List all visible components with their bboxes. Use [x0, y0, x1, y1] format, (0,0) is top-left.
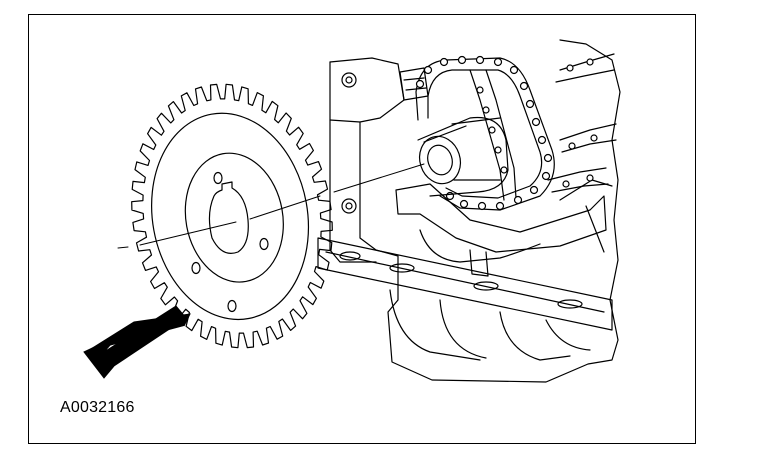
sprocket-hub-ring — [184, 152, 284, 283]
crankshaft-snout — [417, 116, 509, 197]
sprocket-gear — [131, 83, 333, 349]
center-axis-line — [117, 163, 425, 249]
sprocket-hole — [227, 299, 237, 313]
sprocket-hole — [191, 261, 201, 275]
sprocket-teeth — [131, 83, 333, 349]
figure-frame — [28, 14, 696, 444]
engine-block — [317, 39, 621, 383]
figure-id-label: A0032166 — [60, 399, 135, 416]
timing-chain — [399, 53, 617, 211]
sprocket-inner-ring — [151, 112, 310, 321]
sprocket-bore — [208, 181, 249, 254]
sprocket-hole — [259, 237, 269, 251]
sprocket-hole — [213, 171, 223, 185]
arrow-icon — [83, 305, 191, 379]
